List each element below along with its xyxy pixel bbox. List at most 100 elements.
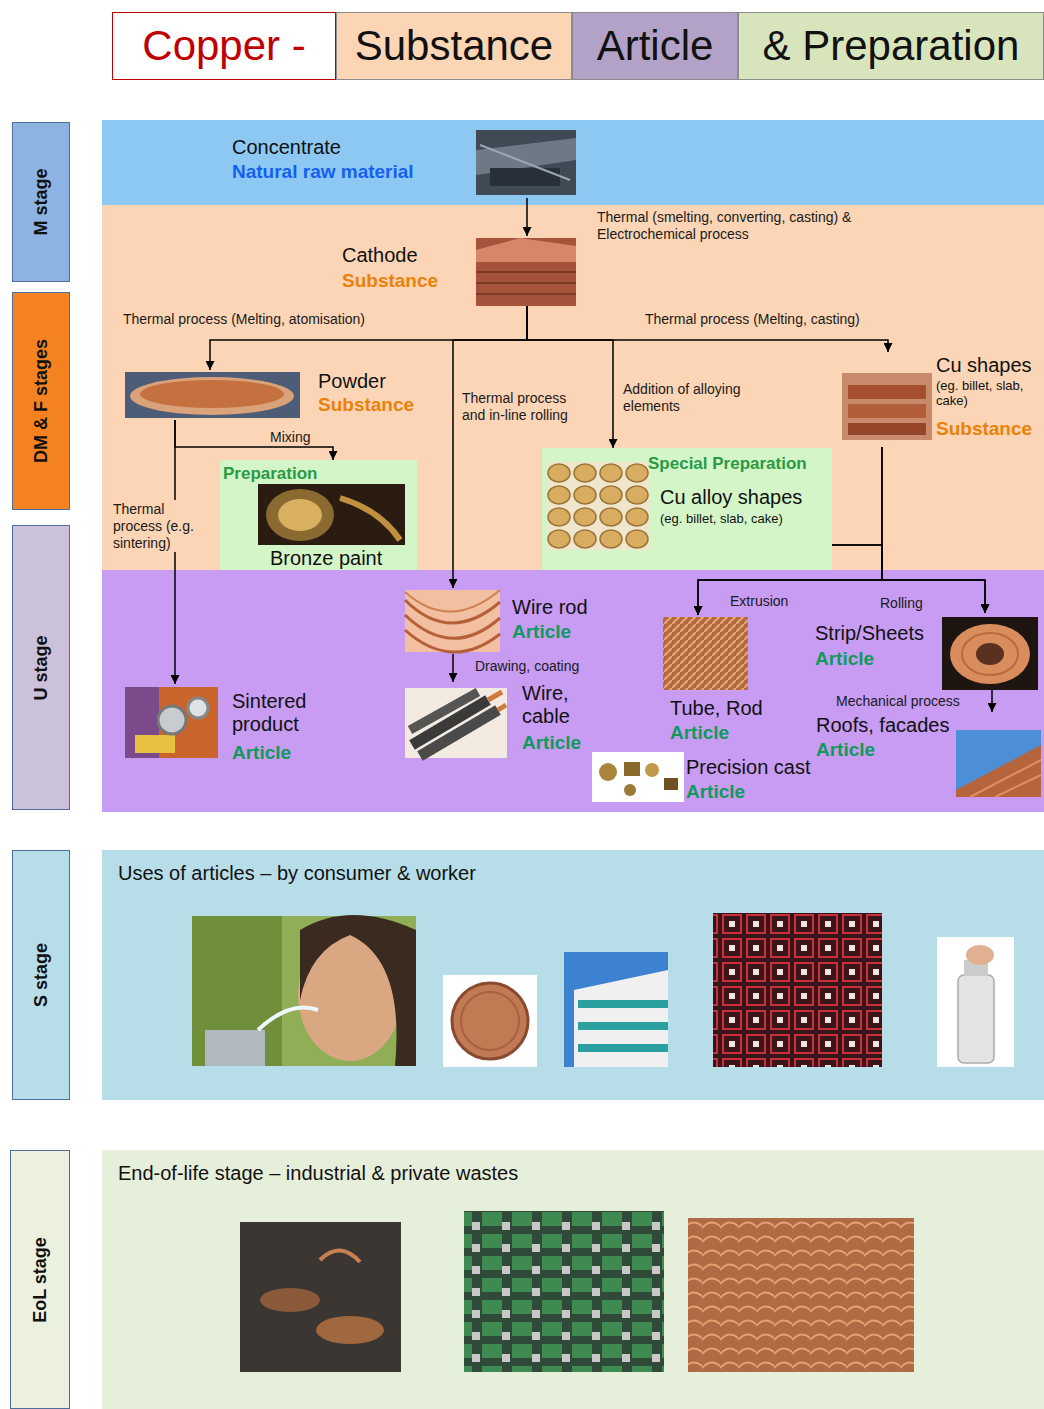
strip-coil-photo xyxy=(950,624,1030,684)
stage-bands xyxy=(102,120,1044,1409)
wire-cable-photo xyxy=(410,692,478,730)
roof-photo xyxy=(956,730,1041,797)
cathode-photo xyxy=(476,238,576,262)
stage-bands xyxy=(542,448,832,570)
stage-label: S stage xyxy=(12,850,70,1100)
copper-scrap-photo xyxy=(688,1218,914,1372)
cu-shapes-photo xyxy=(848,404,926,418)
wire-cable-photo xyxy=(488,692,502,700)
powder-photo xyxy=(130,377,294,415)
stage-text: S stage xyxy=(31,943,52,1007)
strip-coil-photo xyxy=(942,617,1038,690)
stage-text: DM & F stages xyxy=(31,339,52,463)
building-photo xyxy=(578,1022,668,1030)
process-label: Thermal process (Melting, casting) xyxy=(645,311,860,328)
wire-cable-photo xyxy=(405,688,507,758)
connector xyxy=(698,545,882,615)
spray-can-photo xyxy=(958,975,994,1063)
article-item: Tube, RodArticle xyxy=(660,615,778,749)
scrap-photo xyxy=(316,1316,384,1344)
e-waste-photo xyxy=(464,1211,664,1372)
concentrate-photo xyxy=(476,130,576,195)
roof-photo xyxy=(956,730,1041,797)
stage-text: M stage xyxy=(31,168,52,235)
stage-bands xyxy=(220,460,417,570)
precision-cast-photo xyxy=(624,762,640,776)
drinking-water-photo xyxy=(258,1008,318,1031)
tube-rod-photo xyxy=(663,617,748,690)
sintered-photo xyxy=(188,698,208,718)
drinking-water-photo xyxy=(300,915,416,1066)
process-label: Mixing xyxy=(270,429,310,446)
cathode-photo xyxy=(476,293,576,295)
stage-label: DM & F stages xyxy=(12,292,70,510)
connector xyxy=(526,198,528,236)
alloy-billets-photo xyxy=(547,462,650,550)
circuit-board-photo xyxy=(713,913,882,1067)
node-text: (eg. billet, slab, cake) xyxy=(936,379,1042,409)
wire-rod-photo xyxy=(405,590,500,652)
wire-rod-photo xyxy=(405,630,500,652)
material-item: PowderSubstance xyxy=(122,370,432,420)
node-text: Tube, Rod xyxy=(670,697,763,720)
article-item: Wire, cableArticle xyxy=(402,682,587,762)
title-text: Copper - xyxy=(113,13,335,79)
roof-photo xyxy=(970,760,1041,797)
wire-rod-photo xyxy=(405,590,500,652)
scrap-photo xyxy=(240,1222,401,1372)
coin-photo xyxy=(452,983,528,1059)
spray-can-photo xyxy=(966,945,994,965)
article-item: Strip/SheetsArticle xyxy=(812,613,1040,690)
process-label: Mechanical process xyxy=(836,693,960,710)
preparation-box: Special PreparationCu alloy shapes(eg. b… xyxy=(542,448,832,570)
concentrate-photo xyxy=(476,130,576,195)
coin-photo xyxy=(443,975,537,1067)
title-segment: & Preparation xyxy=(738,12,1044,80)
preparation-box: PreparationBronze paint xyxy=(220,460,417,572)
stage-bands xyxy=(102,120,1044,205)
stage-text: U stage xyxy=(31,635,52,700)
precision-cast-photo xyxy=(664,778,678,790)
alloy-billets-photo xyxy=(547,462,650,550)
article-item: Wire rodArticle xyxy=(402,588,596,654)
article-item: Sintered productArticle xyxy=(122,684,323,768)
node-text: Article xyxy=(512,621,571,643)
node-text: Uses of articles – by consumer & worker xyxy=(118,862,476,885)
cu-shapes-photo xyxy=(848,423,926,435)
node-text: Cu alloy shapes xyxy=(660,486,802,509)
roof-photo xyxy=(995,775,1041,797)
strip-coil-photo xyxy=(976,643,1004,665)
building-photo xyxy=(578,1044,668,1052)
wire-rod-photo xyxy=(405,590,500,612)
drinking-water-photo xyxy=(192,916,416,1066)
node-text: Sintered product xyxy=(232,690,320,736)
connector xyxy=(452,654,454,682)
node-text: Cathode xyxy=(342,244,418,267)
node-text: Powder xyxy=(318,370,386,393)
sintered-photo xyxy=(125,687,218,758)
process-label: Thermal process (Melting, atomisation) xyxy=(123,311,365,328)
node-text: Special Preparation xyxy=(648,454,807,474)
node-text: Article xyxy=(522,732,581,754)
drinking-water-photo xyxy=(192,915,416,1066)
node-text: Cu shapes xyxy=(936,354,1032,377)
spray-can-photo xyxy=(937,937,1014,1067)
wire-cable-photo xyxy=(498,705,506,710)
process-label: Drawing, coating xyxy=(475,658,579,675)
node-text: Roofs, facades xyxy=(816,714,949,737)
bronze-paint-photo xyxy=(258,484,405,545)
coin-photo xyxy=(443,975,537,1067)
precision-cast-photo xyxy=(592,752,684,802)
stage-text: EoL stage xyxy=(30,1237,51,1323)
node-text: Article xyxy=(816,739,875,761)
connector xyxy=(453,306,527,588)
connector xyxy=(175,420,333,460)
powder-photo xyxy=(140,380,284,408)
cathode-photo xyxy=(476,271,576,273)
process-label: Addition of alloying elements xyxy=(623,381,763,415)
cathode-photo xyxy=(476,238,576,306)
drinking-water-photo xyxy=(192,916,282,1066)
building-photo xyxy=(564,952,668,1067)
powder-photo xyxy=(125,372,300,418)
